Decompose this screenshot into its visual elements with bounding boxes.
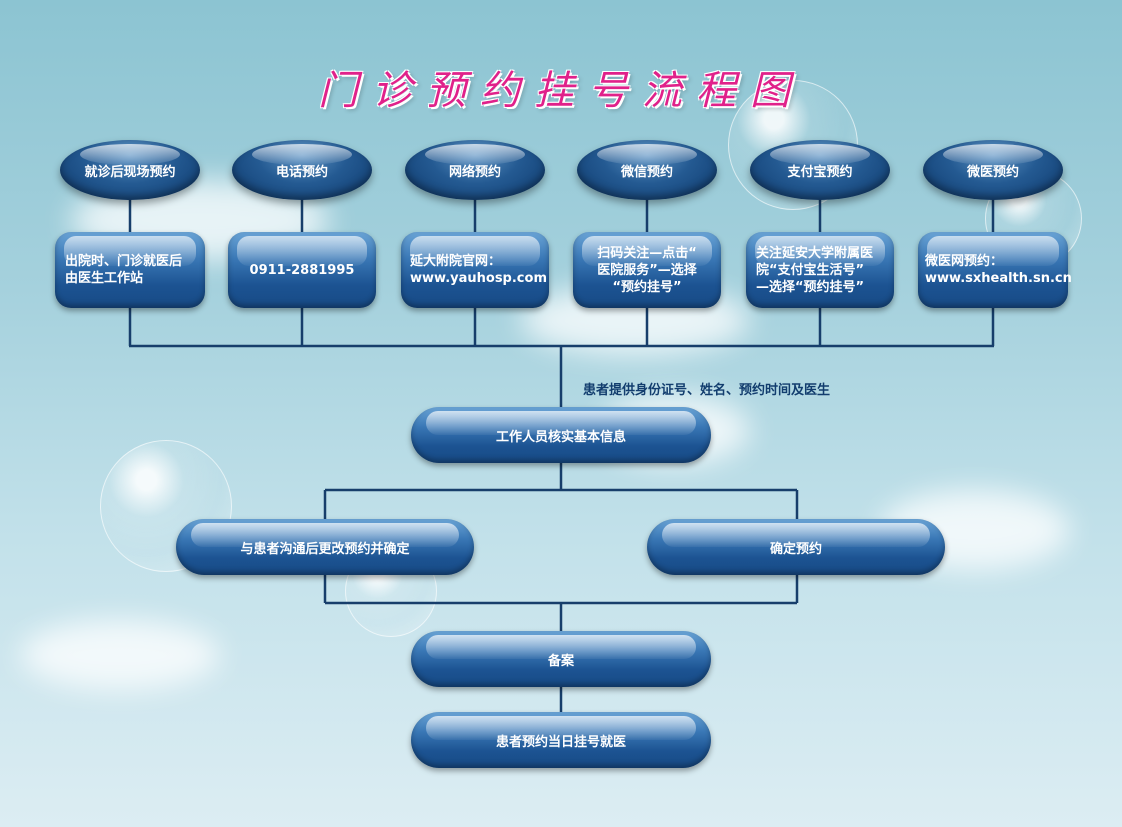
channel-alipay: 支付宝预约	[750, 140, 890, 200]
channel-wechat: 微信预约	[577, 140, 717, 200]
detail-alipay: 关注延安大学附属医院“支付宝生活号”—选择“预约挂号”	[746, 232, 894, 308]
channel-phone: 电话预约	[232, 140, 372, 200]
channel-onsite: 就诊后现场预约	[60, 140, 200, 200]
channel-weiyi: 微医预约	[923, 140, 1063, 200]
page-title: 门诊预约挂号流程图	[318, 68, 804, 114]
patient-info-note: 患者提供身份证号、姓名、预约时间及医生	[583, 383, 831, 398]
channel-web: 网络预约	[405, 140, 545, 200]
detail-onsite: 出院时、门诊就医后由医生工作站	[55, 232, 205, 308]
step-confirm: 确定预约	[647, 519, 945, 575]
step-modify: 与患者沟通后更改预约并确定	[176, 519, 474, 575]
step-record: 备案	[411, 631, 711, 687]
detail-wechat: 扫码关注—点击“医院服务”—选择“预约挂号”	[573, 232, 721, 308]
detail-phone: 0911-2881995	[228, 232, 376, 308]
detail-web: 延大附院官网：www.yauhosp.com	[401, 232, 549, 308]
step-verify: 工作人员核实基本信息	[411, 407, 711, 463]
detail-weiyi: 微医网预约：www.sxhealth.sn.cn	[918, 232, 1072, 308]
step-visit: 患者预约当日挂号就医	[411, 712, 711, 768]
